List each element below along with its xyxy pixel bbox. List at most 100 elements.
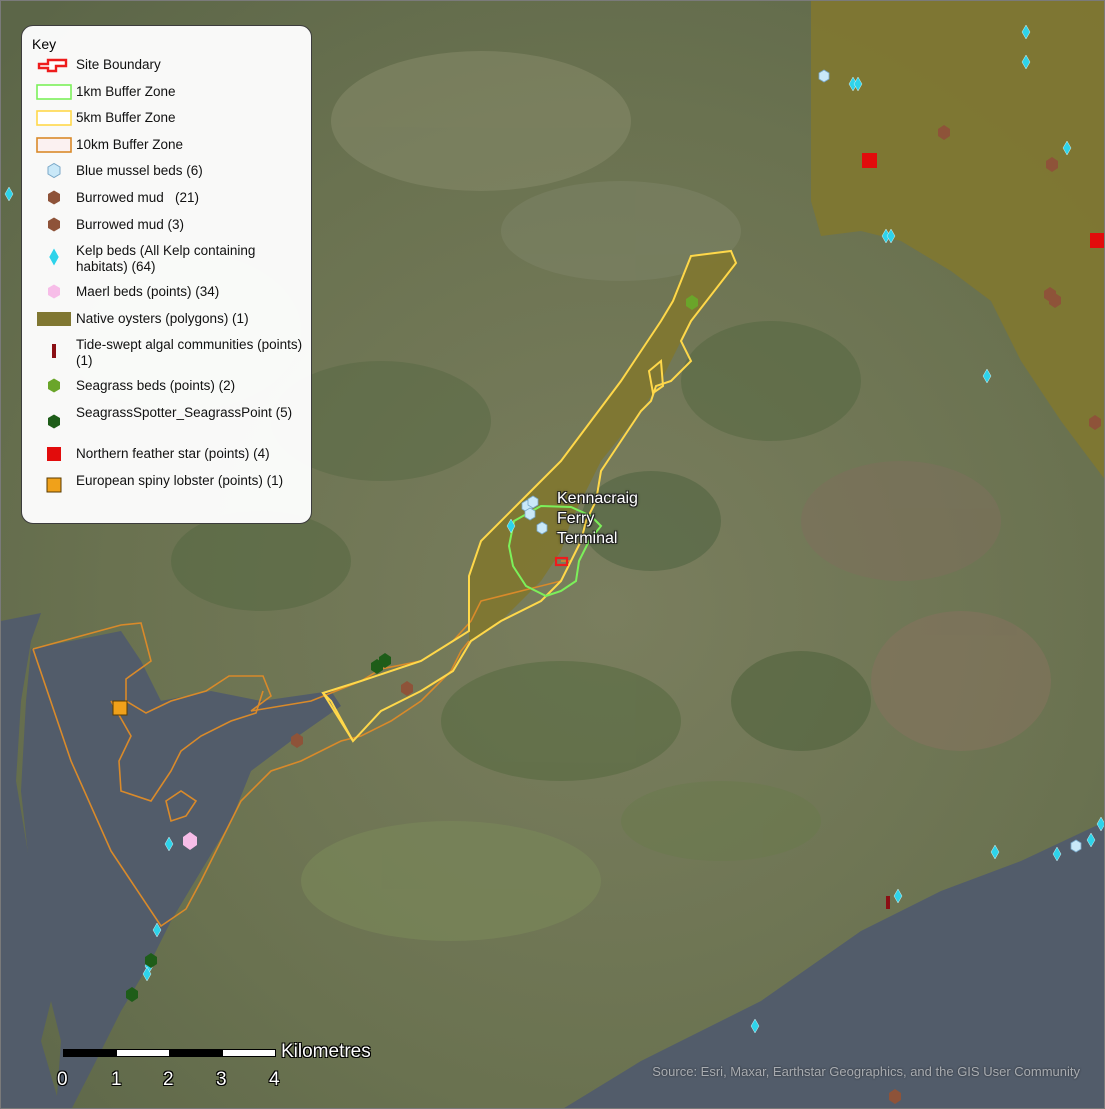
place-label-line-3: Terminal — [557, 530, 618, 547]
legend-item-feather-star: Northern feather star (points) (4) — [32, 445, 303, 472]
hexagon-icon — [32, 377, 76, 395]
kelp-icon — [750, 1018, 760, 1034]
hexagon-icon — [32, 162, 76, 180]
mud-icon — [401, 681, 413, 696]
sea-southeast — [564, 821, 1104, 1108]
map-legend: Key Site Boundary 1km Buffer Zone 5km Bu… — [21, 25, 312, 524]
buffer-5km-outline — [321, 249, 738, 743]
mud-icon — [291, 733, 303, 748]
legend-item-kelp: Kelp beds (All Kelp containing habitats)… — [32, 242, 303, 283]
kelp-icon — [1052, 846, 1062, 862]
mud-icon — [1046, 157, 1058, 172]
mussel-icon — [527, 495, 539, 509]
seagrass-spotter-icon — [379, 653, 391, 668]
kelp-icon — [886, 228, 896, 244]
kelp-icon — [1096, 816, 1104, 832]
kelp-icon — [164, 836, 174, 852]
legend-item-buffer-5km: 5km Buffer Zone — [32, 109, 303, 136]
tide-swept-point — [886, 896, 890, 909]
feather-star-icon — [862, 153, 877, 168]
hexagon-icon — [32, 404, 76, 440]
hexagon-icon — [32, 216, 76, 234]
site-boundary — [554, 556, 569, 567]
scale-bar-tick: 4 — [269, 1069, 280, 1090]
legend-item-seagrass-beds: Seagrass beds (points) (2) — [32, 377, 303, 404]
legend-item-burrowed-mud-21: Burrowed mud (21) — [32, 189, 303, 216]
kelp-icon — [1062, 140, 1072, 156]
feather-star-icon — [1090, 233, 1104, 248]
mussel-icon — [536, 521, 548, 535]
kelp-icon — [1021, 24, 1031, 40]
seagrass-spotter-icon — [126, 987, 138, 1002]
outline-box-swatch — [32, 109, 76, 127]
sea-loch-west-tarbert — [21, 631, 341, 1108]
square-icon — [32, 445, 76, 463]
mud-icon — [1089, 415, 1101, 430]
land-texture — [61, 51, 1051, 941]
fill-box-swatch — [32, 310, 76, 328]
mussel-icon — [818, 69, 830, 83]
blue-mussel-points — [521, 69, 1082, 853]
feather-star-points — [862, 153, 1104, 248]
scale-bar-tick: 3 — [216, 1069, 227, 1090]
maerl-icon — [183, 832, 197, 850]
kennacraig-ferry-terminal-label: Kennacraig Ferry Terminal — [557, 489, 638, 549]
mussel-icon — [524, 507, 536, 521]
scale-bar-unit: Kilometres — [281, 1041, 371, 1062]
mussel-icon — [1070, 839, 1082, 853]
seagrass-spotter-points — [126, 653, 391, 1002]
legend-item-native-oysters: Native oysters (polygons) (1) — [32, 310, 303, 337]
scale-bar-tick: 2 — [163, 1069, 174, 1090]
kelp-icon — [853, 76, 863, 92]
legend-item-blue-mussel: Blue mussel beds (6) — [32, 162, 303, 189]
legend-item-spiny-lobster: European spiny lobster (points) (1) — [32, 472, 303, 513]
kelp-icon — [4, 186, 14, 202]
maerl-points — [183, 832, 197, 850]
legend-item-tide-swept: Tide-swept algal communities (points) (1… — [32, 336, 303, 377]
sea-west — [1, 613, 61, 1108]
oyster-polygon-loch — [469, 251, 736, 641]
outline-box-swatch — [32, 136, 76, 154]
scale-bar-segment — [63, 1049, 117, 1057]
place-label-line-2: Ferry — [557, 510, 595, 527]
spiny-lobster-point — [112, 700, 128, 716]
kelp-icon — [152, 922, 162, 938]
buffer-1km-outline — [507, 504, 603, 598]
place-label-line-1: Kennacraig — [557, 490, 638, 507]
oyster-polygon-east — [811, 1, 1104, 479]
kelp-icon — [982, 368, 992, 384]
hexagon-icon — [32, 283, 76, 301]
bar-icon — [32, 336, 76, 366]
mud-icon — [938, 125, 950, 140]
scale-bar-tick: 0 — [57, 1069, 68, 1090]
scale-bar: Kilometres 0 1 2 3 4 — [57, 1041, 399, 1091]
legend-item-burrowed-mud-3: Burrowed mud (3) — [32, 216, 303, 243]
kelp-icon — [506, 518, 516, 534]
legend-item-site-boundary: Site Boundary — [32, 56, 303, 83]
sea-areas — [1, 613, 1104, 1108]
square-icon — [32, 472, 76, 498]
burrowed-mud-points — [291, 125, 1101, 1104]
scale-bar-segment — [169, 1049, 223, 1057]
seagrass-icon — [686, 295, 698, 310]
legend-item-maerl: Maerl beds (points) (34) — [32, 283, 303, 310]
kelp-icon — [990, 844, 1000, 860]
kelp-icon — [1021, 54, 1031, 70]
mud-icon — [889, 1089, 901, 1104]
kelp-icon — [142, 966, 152, 982]
legend-item-buffer-10km: 10km Buffer Zone — [32, 136, 303, 163]
mud-icon — [1049, 293, 1061, 308]
site-boundary-swatch — [32, 56, 76, 74]
kelp-icon — [1086, 832, 1096, 848]
hexagon-icon — [32, 189, 76, 207]
scale-bar-segment — [116, 1049, 170, 1057]
scale-bar-segment — [222, 1049, 276, 1057]
native-oysters-polygons — [469, 1, 1104, 641]
kelp-icon — [893, 888, 903, 904]
seagrass-spotter-icon — [145, 953, 157, 968]
seagrass-beds-points — [686, 295, 698, 310]
legend-item-seagrass-spotter: SeagrassSpotter_SeagrassPoint (5) — [32, 404, 303, 445]
map-source-credit: Source: Esri, Maxar, Earthstar Geographi… — [652, 1064, 1080, 1079]
